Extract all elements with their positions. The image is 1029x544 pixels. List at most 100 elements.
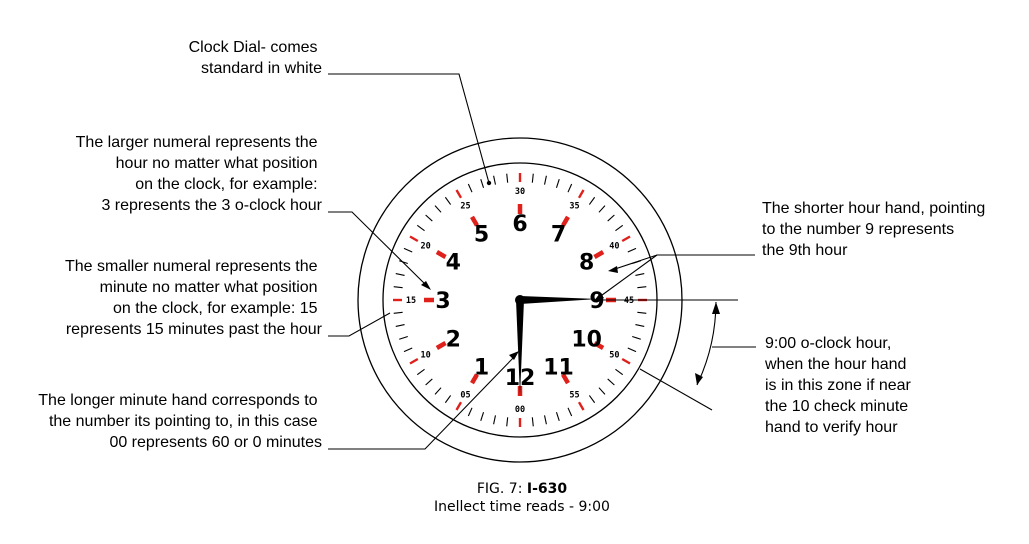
- hour-numeral: 4: [446, 251, 461, 276]
- minute-tick: [395, 323, 405, 327]
- minute-tick: [493, 175, 497, 185]
- hour-numeral: 6: [512, 212, 527, 237]
- annotation-smaller-numeral: The smaller numeral represents the minut…: [65, 258, 323, 338]
- minute-tick: [403, 247, 413, 253]
- minute-tick: [531, 173, 534, 183]
- minute-numeral: 20: [420, 242, 430, 252]
- minute-numeral: 05: [460, 390, 470, 400]
- minute-tick: [635, 273, 645, 277]
- minute-tick: [543, 175, 547, 185]
- minute-numeral: 00: [515, 405, 525, 415]
- minute-tick: [615, 224, 624, 232]
- hour-numeral: 9: [589, 289, 604, 314]
- minute-tick: [480, 179, 485, 188]
- minute-numeral: 50: [609, 351, 619, 361]
- leader-minute-hand: [328, 354, 517, 450]
- minute-tick: [637, 286, 647, 289]
- hour-marker: [561, 215, 570, 227]
- leader-lines: [328, 73, 756, 450]
- annotation-larger-numeral: The larger numeral represents the hour n…: [76, 134, 323, 214]
- hour-numeral: 1: [474, 356, 489, 381]
- caption-model: I-630: [527, 481, 568, 497]
- minute-tick: [455, 401, 463, 411]
- zone-arc-arrow-top: [712, 302, 720, 314]
- minute-tick: [467, 183, 473, 193]
- leader-dial-dot: [486, 180, 492, 186]
- annotation-minute-hand: The longer minute hand corresponds to th…: [38, 392, 322, 451]
- annotation-hour-hand: The shorter hour hand, pointing to the n…: [762, 200, 990, 259]
- hour-numeral: 3: [435, 289, 450, 314]
- hand-pivot: [515, 295, 525, 305]
- minute-tick: [399, 335, 408, 340]
- minute-tick: [409, 357, 419, 365]
- minute-tick: [588, 395, 596, 404]
- minute-tick: [567, 407, 573, 417]
- annotation-dial: Clock Dial- comes standard in white: [189, 39, 322, 77]
- minute-tick: [615, 368, 624, 376]
- minute-tick: [607, 214, 615, 222]
- minute-tick: [425, 378, 433, 386]
- minute-ticks: [393, 173, 647, 427]
- minute-tick: [480, 412, 485, 421]
- minute-tick: [555, 179, 560, 188]
- minute-tick: [393, 286, 403, 289]
- minute-tick: [455, 189, 463, 199]
- minute-numeral: 40: [609, 242, 619, 252]
- leader-larger-numeral: [328, 211, 428, 287]
- minute-tick: [434, 387, 442, 395]
- minute-tick: [434, 205, 442, 213]
- minute-tick: [393, 311, 403, 314]
- leader-dial: [328, 73, 490, 184]
- hour-marker: [435, 250, 447, 259]
- hour-marker: [470, 215, 479, 227]
- minute-numeral: 15: [406, 296, 416, 306]
- caption-prefix: FIG. 7:: [477, 481, 527, 497]
- minute-tick: [444, 196, 452, 205]
- annotation-hour-zone: 9:00 o-clock hour, when the hour hand is…: [764, 335, 915, 436]
- minute-tick: [409, 235, 419, 243]
- minute-tick: [567, 183, 573, 193]
- hour-marker: [435, 341, 447, 350]
- leader-smaller-numeral: [328, 312, 391, 337]
- minute-tick: [506, 173, 509, 183]
- minute-tick: [632, 335, 641, 340]
- minute-tick: [598, 205, 606, 213]
- minute-tick: [598, 387, 606, 395]
- zone-arc-arrow-bottom: [695, 373, 703, 385]
- minute-tick: [635, 323, 645, 327]
- minute-tick: [444, 395, 452, 404]
- minute-tick: [627, 347, 637, 353]
- minute-tick: [637, 311, 647, 314]
- hour-hand: [516, 296, 598, 304]
- minute-tick: [555, 412, 560, 421]
- hour-numeral: 5: [474, 222, 489, 247]
- minute-tick: [403, 347, 413, 353]
- minute-numeral: 10: [420, 351, 430, 361]
- minute-numeral: 25: [460, 202, 470, 212]
- minute-tick: [577, 401, 585, 411]
- leader-hour-hand-arrow-a: [608, 266, 618, 273]
- hour-marker: [561, 373, 570, 385]
- minute-tick: [621, 357, 631, 365]
- minute-tick: [395, 273, 405, 277]
- minute-tick: [425, 214, 433, 222]
- minute-numeral: 55: [569, 390, 579, 400]
- figure-caption-line2: Inellect time reads - 9:00: [434, 499, 610, 515]
- figure-caption-line1: FIG. 7: I-630: [477, 481, 568, 497]
- minute-tick: [621, 235, 631, 243]
- minute-tick: [607, 378, 615, 386]
- hour-numeral: 2: [446, 328, 461, 353]
- zone-boundary-10: [639, 368, 713, 411]
- zone-arc: [696, 301, 717, 386]
- minute-numeral: 35: [569, 202, 579, 212]
- leader-larger-numeral-arrow: [421, 281, 431, 290]
- hour-marker: [593, 250, 605, 259]
- minute-tick: [467, 407, 473, 417]
- minute-tick: [416, 224, 425, 232]
- leader-minute-hand-arrow: [509, 351, 519, 360]
- minute-tick: [416, 368, 425, 376]
- hour-marker: [470, 373, 479, 385]
